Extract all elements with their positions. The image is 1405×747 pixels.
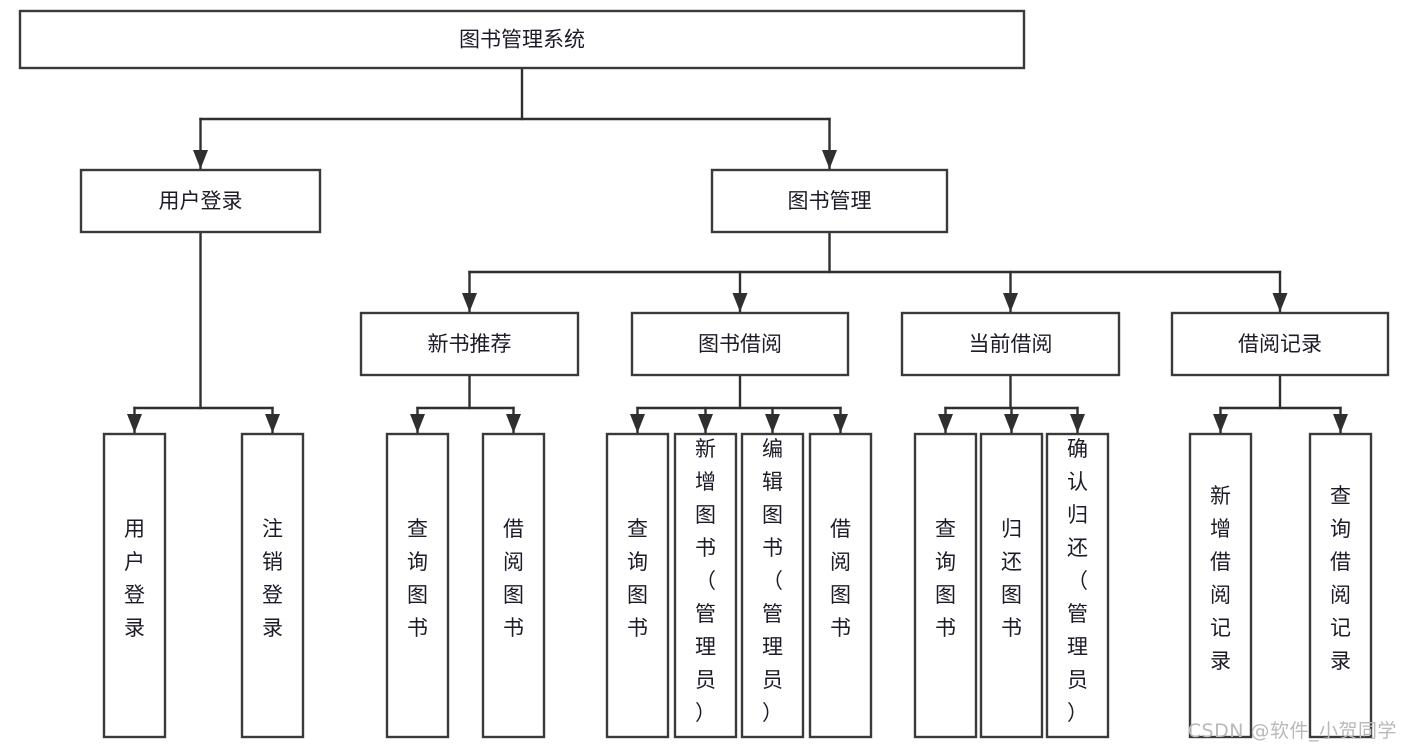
node-box-book-management[interactable] xyxy=(710,168,949,234)
node-label-leaf-query-book-2: 查询图书 xyxy=(627,517,648,640)
node-box-root[interactable] xyxy=(18,9,1026,70)
node-label-leaf-query-book-3: 查询图书 xyxy=(935,517,956,640)
arrow-head-icon xyxy=(127,414,142,433)
node-box-user-login[interactable] xyxy=(79,168,322,234)
node-box-leaf-borrow-book-2[interactable] xyxy=(808,432,873,739)
arrow-head-icon xyxy=(410,414,425,433)
node-label-leaf-return-book: 归还图书 xyxy=(1001,517,1022,640)
node-label-leaf-confirm-return: 确认归还（管理员） xyxy=(1067,437,1088,725)
arrow-head-icon xyxy=(833,414,848,433)
arrow-head-icon xyxy=(1333,414,1348,433)
arrow-head-icon xyxy=(506,414,521,433)
node-label-leaf-add-record: 新增借阅记录 xyxy=(1210,484,1231,673)
node-box-borrow-record[interactable] xyxy=(1170,311,1390,377)
node-label-leaf-add-book: 新增图书（管理员） xyxy=(695,437,716,725)
arrow-head-icon xyxy=(1004,414,1019,433)
node-label-book-borrow: 图书借阅 xyxy=(698,332,782,356)
node-box-leaf-query-record[interactable] xyxy=(1308,432,1373,739)
node-label-leaf-borrow-book-2: 借阅图书 xyxy=(830,517,851,640)
arrow-head-icon xyxy=(193,150,208,169)
arrow-head-icon xyxy=(1003,293,1018,312)
arrow-head-icon xyxy=(765,414,780,433)
arrow-head-icon xyxy=(265,414,280,433)
arrow-head-icon xyxy=(698,414,713,433)
node-box-leaf-add-record[interactable] xyxy=(1188,432,1253,739)
node-box-leaf-query-book-2[interactable] xyxy=(605,432,670,739)
arrow-head-icon xyxy=(732,293,748,312)
node-box-leaf-confirm-return[interactable] xyxy=(1045,432,1110,739)
arrow-head-icon xyxy=(630,414,645,433)
node-label-leaf-user-login: 用户登录 xyxy=(124,517,145,640)
node-box-leaf-borrow-book-1[interactable] xyxy=(481,432,546,739)
node-label-leaf-edit-book: 编辑图书（管理员） xyxy=(762,437,783,725)
node-label-current-borrow: 当前借阅 xyxy=(969,332,1053,356)
node-label-leaf-query-record: 查询借阅记录 xyxy=(1330,484,1351,673)
arrow-head-icon xyxy=(462,293,477,312)
node-label-root: 图书管理系统 xyxy=(459,28,585,52)
node-label-book-management: 图书管理 xyxy=(788,189,872,213)
node-label-leaf-logout-login: 注销登录 xyxy=(262,517,283,640)
node-box-leaf-query-book-1[interactable] xyxy=(385,432,450,739)
node-box-leaf-add-book[interactable] xyxy=(673,432,738,739)
arrow-head-icon xyxy=(1272,293,1288,312)
arrow-head-icon xyxy=(938,414,953,433)
node-label-new-book-recommend: 新书推荐 xyxy=(428,332,512,356)
node-box-current-borrow[interactable] xyxy=(900,311,1121,377)
node-box-book-borrow[interactable] xyxy=(630,311,850,377)
node-box-leaf-edit-book[interactable] xyxy=(740,432,805,739)
node-label-leaf-query-book-1: 查询图书 xyxy=(407,517,428,640)
arrow-head-icon xyxy=(1070,414,1085,433)
node-label-borrow-record: 借阅记录 xyxy=(1238,332,1322,356)
node-box-leaf-logout-login[interactable] xyxy=(240,432,305,739)
node-box-leaf-user-login[interactable] xyxy=(102,432,167,739)
node-box-new-book-recommend[interactable] xyxy=(359,311,580,377)
arrow-head-icon xyxy=(1213,414,1228,433)
node-box-leaf-return-book[interactable] xyxy=(979,432,1044,739)
csdn-watermark: CSDN @软件_小贺同学 xyxy=(1187,720,1397,742)
node-label-leaf-borrow-book-1: 借阅图书 xyxy=(503,517,524,640)
node-box-leaf-query-book-3[interactable] xyxy=(913,432,978,739)
arrow-head-icon xyxy=(822,150,837,169)
node-label-user-login: 用户登录 xyxy=(159,189,243,213)
